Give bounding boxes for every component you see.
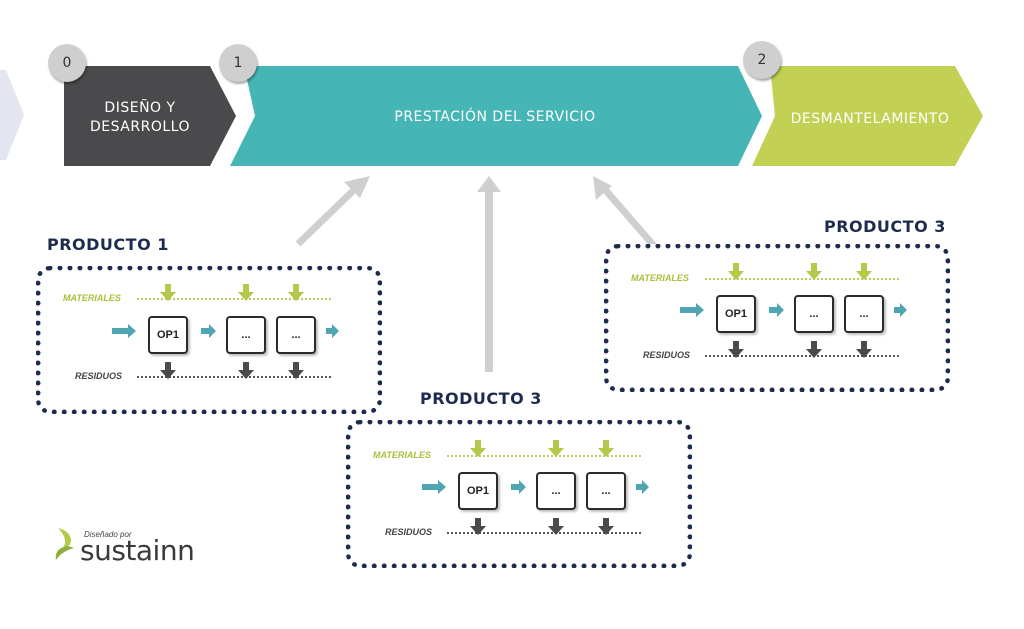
waste-arrow-icon [238, 362, 254, 379]
operation-box-2: ... [226, 316, 266, 354]
flow-arrow-icon [201, 324, 216, 338]
waste-arrow-icon [856, 341, 872, 358]
material-arrow-icon [160, 284, 176, 301]
arrow-product1-to-service [295, 183, 361, 247]
product-3-right-panel: MATERIALES RESIDUOS OP1 ... ... [604, 244, 950, 392]
waste-arrow-icon [598, 518, 614, 535]
arrow-head-right-icon [593, 176, 612, 200]
logo-brand: sustainn [80, 534, 195, 567]
materials-label: MATERIALES [63, 293, 121, 303]
waste-label: RESIDUOS [643, 350, 691, 360]
waste-arrow-icon [548, 518, 564, 535]
operation-box-3: ... [276, 316, 316, 354]
waste-arrow-icon [470, 518, 486, 535]
materials-line [137, 298, 331, 300]
arrow-head-center-icon [477, 176, 501, 192]
material-arrow-icon [598, 440, 614, 457]
operation-box-3: ... [844, 295, 884, 333]
product-3-right-flow-icons [680, 263, 907, 358]
waste-arrow-icon [728, 341, 744, 358]
stage-0-label-line1: DISEÑO Y [104, 100, 176, 116]
stage-0-label-line2: DESARROLLO [90, 119, 190, 135]
product-1-panel: MATERIALES RESIDUOS OP1 ... ... [36, 266, 382, 414]
flow-in-arrow-icon [422, 480, 446, 494]
material-arrow-icon [806, 263, 822, 280]
waste-line [447, 532, 641, 534]
waste-arrow-icon [806, 341, 822, 358]
stage-2-number-badge: 2 [743, 41, 781, 79]
waste-line [137, 376, 331, 378]
operation-box-3: ... [586, 472, 626, 510]
flow-arrow-icon [511, 480, 526, 494]
arrow-product3-right-to-service [599, 183, 657, 249]
previous-stage-chevron-icon [0, 70, 24, 160]
waste-arrow-icon [288, 362, 304, 379]
waste-label: RESIDUOS [75, 371, 123, 381]
product-3-right-title: PRODUCTO 3 [824, 217, 946, 236]
product-3-center-title: PRODUCTO 3 [420, 389, 542, 408]
waste-label: RESIDUOS [385, 527, 433, 537]
flow-out-arrow-icon [894, 303, 907, 317]
waste-arrow-icon [160, 362, 176, 379]
materials-label: MATERIALES [373, 450, 431, 460]
stage-2-label: DESMANTELAMIENTO [790, 111, 950, 127]
product-3-center-flow-icons [422, 440, 649, 535]
product-1-flow-icons [112, 284, 339, 379]
operation-box-2: ... [794, 295, 834, 333]
material-arrow-icon [288, 284, 304, 301]
operation-box-1: OP1 [716, 295, 756, 333]
flow-out-arrow-icon [326, 324, 339, 338]
operation-box-1: OP1 [458, 472, 498, 510]
flow-arrow-icon [769, 303, 784, 317]
sustainn-leaf-icon [55, 528, 74, 560]
flow-in-arrow-icon [680, 303, 704, 317]
waste-line [705, 355, 899, 357]
stage-0-number-badge: 0 [48, 44, 86, 82]
flow-out-arrow-icon [636, 480, 649, 494]
operation-box-2: ... [536, 472, 576, 510]
stage-0-shape [64, 66, 983, 166]
connector-arrows [295, 176, 657, 372]
operation-box-1: OP1 [148, 316, 188, 354]
stage-1-label: PRESTACIÓN DEL SERVICIO [394, 109, 596, 125]
stage-1-number-badge: 1 [219, 44, 257, 82]
product-1-title: PRODUCTO 1 [47, 235, 169, 254]
arrow-head-left-icon [344, 176, 370, 198]
materials-line [447, 455, 641, 457]
materials-label: MATERIALES [631, 273, 689, 283]
flow-in-arrow-icon [112, 324, 136, 338]
material-arrow-icon [548, 440, 564, 457]
material-arrow-icon [238, 284, 254, 301]
material-arrow-icon [470, 440, 486, 457]
logo-designed-by: Diseñado por [84, 530, 132, 539]
material-arrow-icon [856, 263, 872, 280]
material-arrow-icon [728, 263, 744, 280]
stage-0-label: DISEÑO Y DESARROLLO [70, 99, 210, 137]
materials-line [705, 278, 899, 280]
